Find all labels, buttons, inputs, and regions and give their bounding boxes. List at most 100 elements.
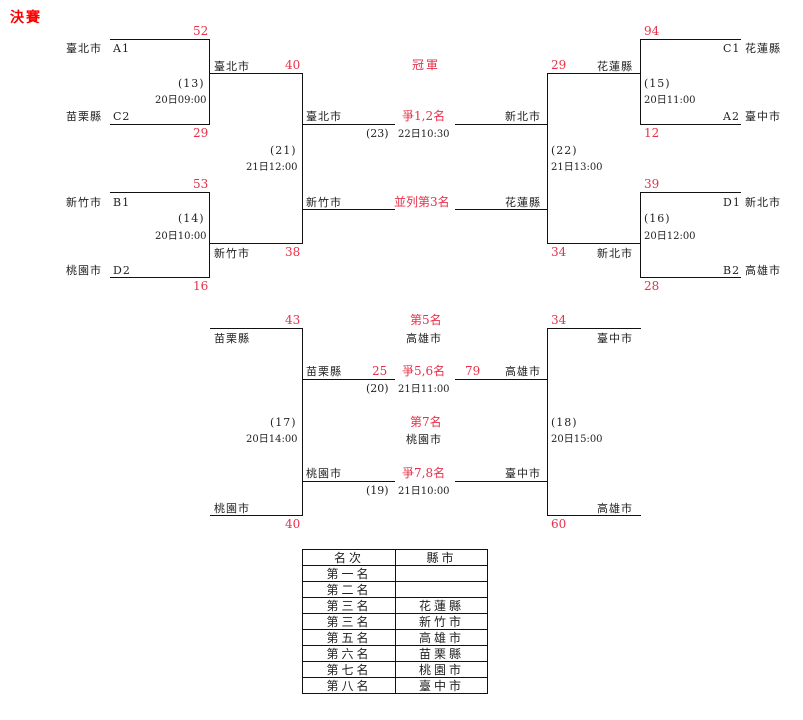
team-m22-bottom: 新北市 (597, 247, 633, 260)
line-final-right (455, 124, 548, 125)
rank-cell: 第七名 (302, 661, 396, 678)
line-m17-vertical (302, 328, 303, 516)
line-m22-bottom (548, 243, 641, 244)
team-cell: 新竹市 (395, 613, 488, 630)
line-m17-bottom (210, 515, 303, 516)
seed-m15-top: C1 (723, 42, 741, 55)
m19-label: 爭7,8名 (402, 466, 446, 480)
team-m16-bottom: 高雄市 (745, 264, 781, 277)
team-m22-top: 花蓮縣 (597, 60, 633, 73)
match-no-m21: (21) (270, 144, 297, 157)
match-time-m15: 20日11:00 (644, 95, 696, 106)
match-time-m18: 20日15:00 (551, 434, 603, 445)
team-m15-bottom: 臺中市 (745, 110, 781, 123)
seed-m13-bottom: C2 (113, 110, 131, 123)
score-m15-top: 94 (644, 24, 660, 38)
line-m14-top (110, 192, 210, 193)
score-m18-top: 34 (551, 313, 567, 327)
team-cell (395, 565, 488, 582)
third-label: 並列第3名 (394, 195, 450, 209)
line-m18-vertical (547, 328, 548, 516)
team-m16-top: 新北市 (745, 196, 781, 209)
line-m17-top (210, 328, 303, 329)
match-no-m13: (13) (178, 77, 205, 90)
fifth-team: 高雄市 (406, 332, 442, 345)
line-m13-bottom (110, 124, 210, 125)
match-no-m15: (15) (644, 77, 671, 90)
line-final-left (303, 124, 395, 125)
team-m13-bottom: 苗栗縣 (66, 110, 102, 123)
score-m13-bottom: 29 (193, 126, 209, 140)
line-m21-vertical (302, 73, 303, 244)
seventh-team: 桃園市 (406, 433, 442, 446)
match-no-m20: (20) (366, 382, 389, 395)
match-no-m22: (22) (551, 144, 578, 157)
team-m18-top: 臺中市 (597, 332, 633, 345)
rank-cell: 第一名 (302, 565, 396, 582)
table-row: 第二名 (302, 581, 488, 598)
rank-cell: 第三名 (302, 613, 396, 630)
m20-right-team: 高雄市 (505, 365, 541, 378)
third-left-team: 新竹市 (306, 196, 342, 209)
match-time-m13: 20日09:00 (155, 95, 207, 106)
match-no-m14: (14) (178, 212, 205, 225)
match-time-m20: 21日11:00 (398, 384, 450, 395)
page-title: 決賽 (10, 10, 42, 26)
team-m13-top: 臺北市 (66, 42, 102, 55)
score-m17-top: 43 (285, 313, 301, 327)
team-m18-bottom: 高雄市 (597, 502, 633, 515)
line-m13-top (110, 39, 210, 40)
m20-left-team: 苗栗縣 (306, 365, 342, 378)
team-m17-top: 苗栗縣 (214, 332, 250, 345)
line-m21-bottom (210, 243, 303, 244)
line-m18-top (548, 328, 641, 329)
table-row: 第三名花蓮縣 (302, 597, 488, 614)
score-m16-top: 39 (644, 177, 660, 191)
match-no-m16: (16) (644, 212, 671, 225)
match-time-m19: 21日10:00 (398, 486, 450, 497)
seed-m16-top: D1 (723, 196, 741, 209)
line-m16-vertical (640, 192, 641, 278)
m19-left-team: 桃園市 (306, 467, 342, 480)
final-label: 爭1,2名 (402, 109, 446, 123)
line-third-right (455, 209, 548, 210)
score-m13-top: 52 (193, 24, 209, 38)
table-row: 第三名新竹市 (302, 613, 488, 630)
team-cell: 臺中市 (395, 677, 488, 694)
team-m17-bottom: 桃園市 (214, 502, 250, 515)
seed-m14-bottom: D2 (113, 264, 131, 277)
match-time-m21: 21日12:00 (246, 162, 298, 173)
seed-m16-bottom: B2 (723, 264, 741, 277)
line-m14-vertical (209, 192, 210, 278)
table-row: 第一名 (302, 565, 488, 582)
final-left-team: 臺北市 (306, 110, 342, 123)
table-row: 第七名桃園市 (302, 661, 488, 678)
champion-label: 冠軍 (412, 58, 441, 72)
match-no-m23: (23) (366, 127, 389, 140)
table-row: 第八名臺中市 (302, 677, 488, 694)
rank-cell: 第二名 (302, 581, 396, 598)
ranking-header-team: 縣市 (395, 549, 488, 566)
line-m13-vertical (209, 39, 210, 125)
match-no-m17: (17) (270, 416, 297, 429)
line-m18-bottom (548, 515, 641, 516)
line-m16-bottom (640, 277, 741, 278)
table-row: 第六名苗栗縣 (302, 645, 488, 662)
seventh-label: 第7名 (410, 415, 442, 429)
final-right-team: 新北市 (505, 110, 541, 123)
team-m21-top: 臺北市 (214, 60, 250, 73)
team-m15-top: 花蓮縣 (745, 42, 781, 55)
ranking-header-rank: 名次 (302, 549, 396, 566)
team-m21-bottom: 新竹市 (214, 247, 250, 260)
rank-cell: 第三名 (302, 597, 396, 614)
line-m22-vertical (547, 73, 548, 244)
score-m15-bottom: 12 (644, 126, 660, 140)
score-m17-bottom: 40 (285, 517, 301, 531)
score-m16-bottom: 28 (644, 279, 660, 293)
team-cell: 桃園市 (395, 661, 488, 678)
team-cell: 苗栗縣 (395, 645, 488, 662)
seed-m15-bottom: A2 (723, 110, 740, 123)
ranking-header-row: 名次 縣市 (302, 549, 488, 566)
rank-cell: 第八名 (302, 677, 396, 694)
m20-label: 爭5,6名 (402, 364, 446, 378)
